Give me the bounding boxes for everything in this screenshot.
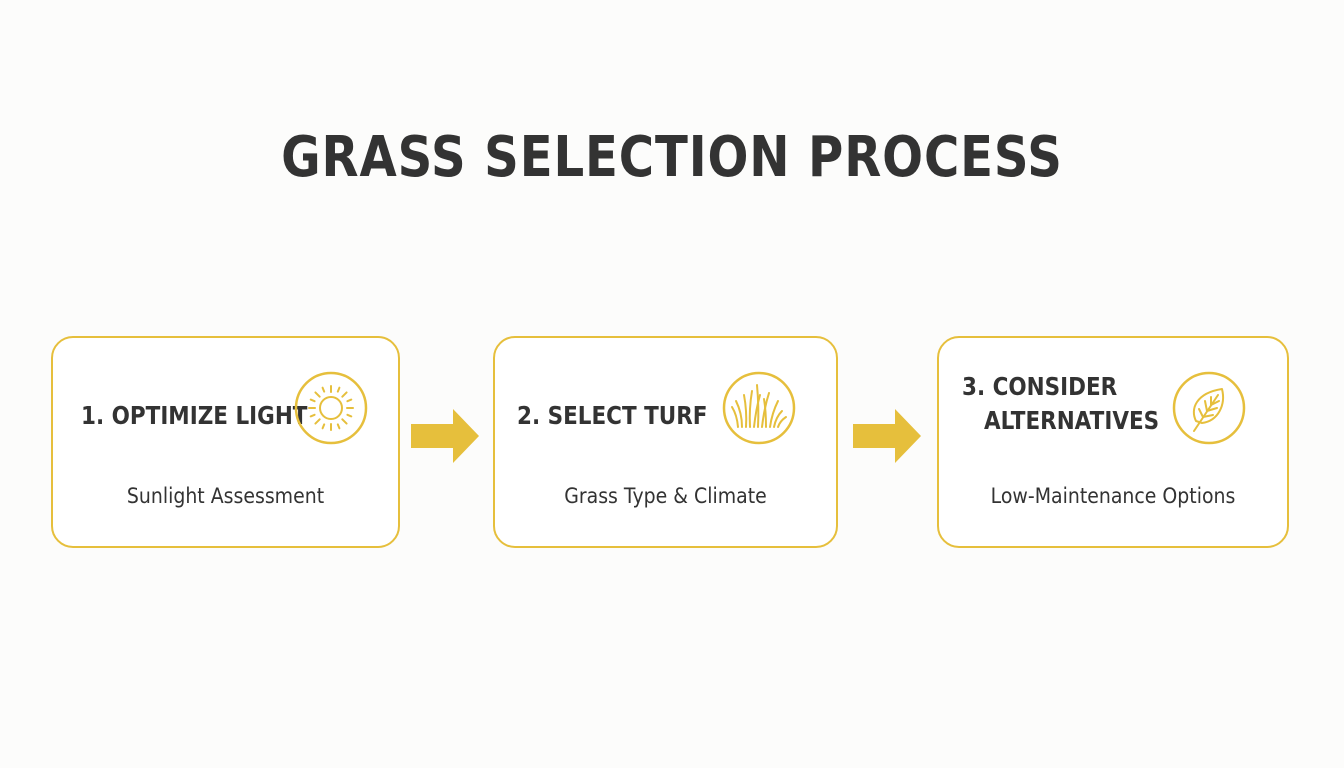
step-title-line-1: 3. CONSIDER — [962, 372, 1118, 401]
step-subtitle: Low-Maintenance Options — [990, 484, 1236, 508]
step-card-select-turf: 2. SELECT TURF Grass Type & Climate — [493, 336, 838, 548]
step-title: 2. SELECT TURF — [517, 401, 708, 430]
leaf-icon — [1172, 371, 1246, 445]
step-subtitle: Sunlight Assessment — [126, 484, 325, 508]
sun-icon — [294, 371, 368, 445]
step-title-line-2: ALTERNATIVES — [984, 406, 1160, 435]
step-subtitle: Grass Type & Climate — [564, 484, 767, 508]
arrow-right-icon — [853, 409, 921, 463]
page-title: GRASS SELECTION PROCESS — [281, 125, 1063, 190]
grass-icon — [722, 371, 796, 445]
arrow-right-icon — [411, 409, 479, 463]
step-title: 1. OPTIMIZE LIGHT — [81, 401, 308, 430]
step-card-consider-alternatives: 3. CONSIDER ALTERNATIVES Low-Maintenance… — [937, 336, 1289, 548]
step-card-optimize-light: 1. OPTIMIZE LIGHT — [51, 336, 400, 548]
